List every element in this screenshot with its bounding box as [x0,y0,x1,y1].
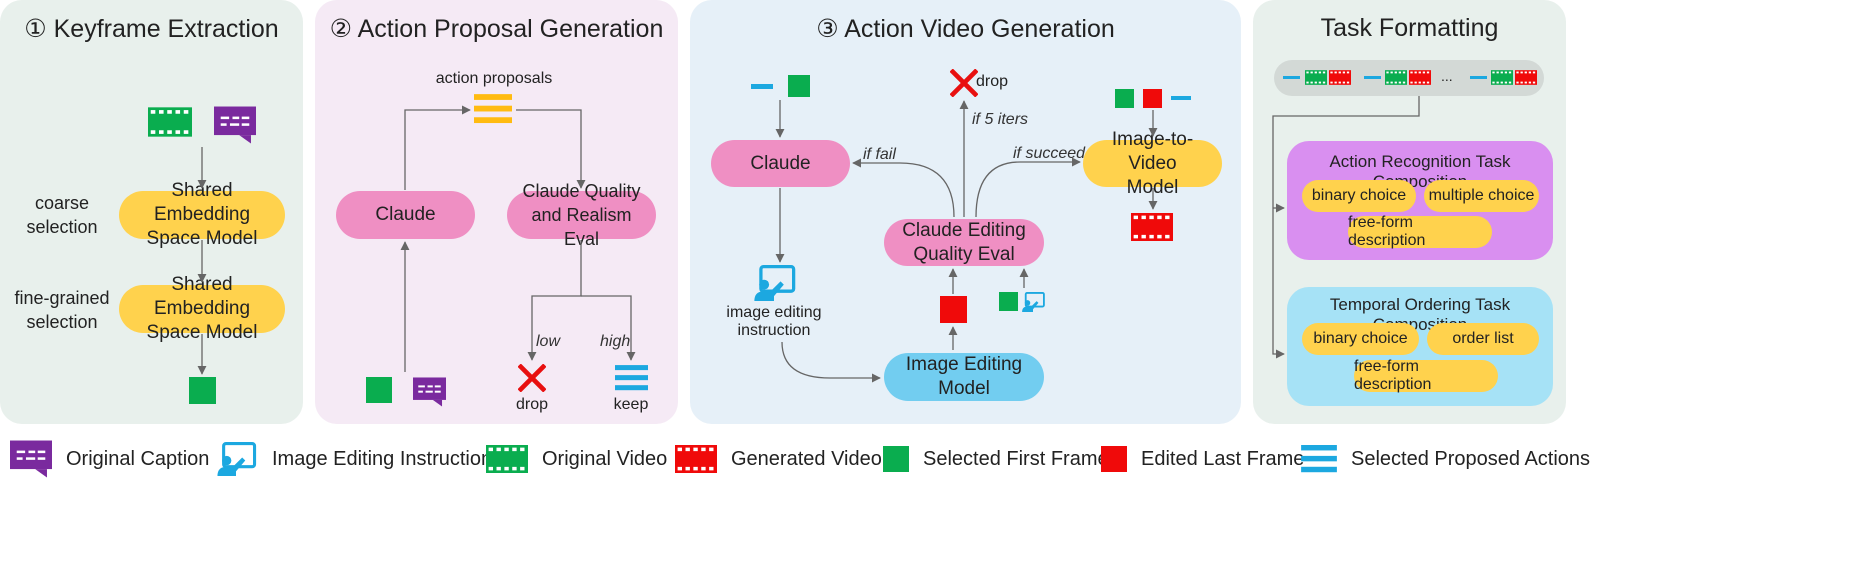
image-editing-instruction-icon [214,442,258,476]
drop-label: drop [515,396,549,413]
generated-video-icon [1329,70,1351,85]
action-proposals-icon [474,94,512,124]
claude-editing-quality-eval-node: Claude Editing Quality Eval [884,219,1044,266]
high-label: high [600,333,631,350]
claude-node: Claude [711,140,850,187]
generated-video-icon [1131,212,1173,242]
drop-icon [950,69,978,97]
legend-label: Selected First Frame [923,447,1109,470]
legend-label: Edited Last Frame [1141,447,1305,470]
image-to-video-model-node: Image-to-Video Model [1083,129,1222,198]
original-video-icon [148,106,192,138]
drop-label: drop [976,73,1009,90]
legend-original-video: Original Video [486,437,667,481]
legend-edited-last-frame: Edited Last Frame [1101,437,1304,481]
proposal-dash-icon [1470,76,1487,79]
proposal-dash-icon [1283,76,1300,79]
chip-binary-choice: binary choice [1302,180,1416,212]
legend-label: Selected Proposed Actions [1351,447,1591,470]
keep-icon [615,364,648,392]
claude-node: Claude [336,191,475,239]
edited-last-frame-icon [940,296,967,323]
edited-last-frame-icon [1143,89,1162,108]
proposal-dash-icon [1364,76,1381,79]
edited-last-frame-icon [1101,446,1127,472]
caption-icon [413,377,446,407]
selected-proposed-actions-icon [1301,445,1337,473]
legend-original-caption: Original Caption [10,437,209,481]
image-editing-instruction-icon [750,265,798,301]
image-editing-model-node: Image Editing Model [884,353,1044,401]
selected-first-frame-icon [189,377,216,404]
selected-first-frame-icon [366,377,392,403]
action-proposals-label: action proposals [435,70,553,87]
selected-first-frame-icon [788,75,810,97]
legend-label: Generated Video [731,447,882,470]
caption-icon [10,440,52,478]
legend-selected-first-frame: Selected First Frame [883,437,1109,481]
proposal-dash-icon [751,84,773,89]
panel-title: ② Action Proposal Generation [329,15,664,43]
chip-order-list: order list [1427,323,1539,355]
selected-first-frame-icon [999,292,1018,311]
original-video-icon [486,444,528,474]
original-video-icon [1305,70,1327,85]
legend-image-editing-instruction: Image Editing Instruction [214,437,492,481]
panel-title: Task Formatting [1320,14,1499,42]
image-editing-instruction-icon [1020,292,1046,312]
panel-title: ① Keyframe Extraction [24,15,279,43]
legend-label: Original Caption [66,447,210,470]
original-video-icon [1491,70,1513,85]
generated-video-icon [1515,70,1537,85]
caption-icon [214,106,256,144]
panel-title: ③ Action Video Generation [816,15,1115,43]
low-label: low [536,333,561,350]
legend-label: Original Video [542,447,668,470]
legend-generated-video: Generated Video [675,437,882,481]
shared-embedding-model-fine: Shared Embedding Space Model [119,274,285,343]
if-fail-label: if fail [863,146,896,163]
shared-embedding-model-coarse: Shared Embedding Space Model [119,180,285,249]
chip-free-form-description: free-form description [1348,214,1492,249]
fine-grained-selection-label: fine-grained selection [14,288,110,332]
coarse-selection-label: coarse selection [26,193,98,237]
chip-free-form-description: free-form description [1354,358,1498,393]
generated-video-icon [1409,70,1431,85]
proposal-dash-icon [1171,96,1191,100]
drop-icon [518,364,546,392]
if-succeed-label: if succeed [1013,145,1086,162]
if-5-iters-label: if 5 iters [972,111,1029,128]
keep-label: keep [613,396,649,413]
selected-first-frame-icon [1115,89,1134,108]
claude-quality-eval-node: Claude Quality and Realism Eval [507,181,656,249]
selected-first-frame-icon [883,446,909,472]
legend-selected-proposed-actions: Selected Proposed Actions [1301,437,1590,481]
chip-multiple-choice: multiple choice [1424,180,1539,212]
original-video-icon [1385,70,1407,85]
image-editing-instruction-label: image editing instruction [726,304,822,339]
legend-label: Image Editing Instruction [272,447,493,470]
ellipsis-label: ... [1441,68,1453,84]
chip-binary-choice: binary choice [1302,323,1419,355]
generated-video-icon [675,444,717,474]
